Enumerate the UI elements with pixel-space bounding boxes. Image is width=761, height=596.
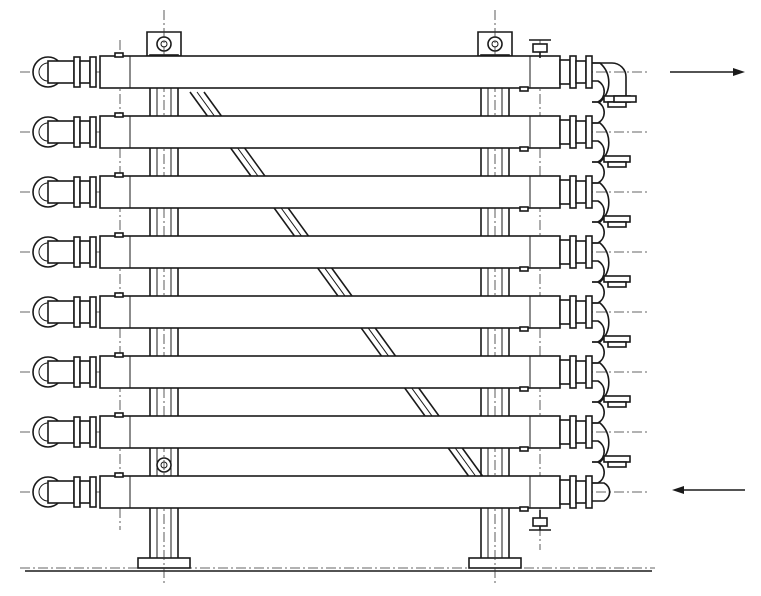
right-elbow-icon — [592, 482, 611, 502]
flange-icon — [585, 295, 593, 329]
flange-icon — [73, 176, 81, 208]
inlet-arrow-icon — [672, 486, 745, 494]
tube-row — [20, 472, 650, 512]
flange-icon — [603, 395, 631, 403]
flange-icon — [73, 476, 81, 508]
flange-icon — [585, 475, 593, 509]
shell-pipe — [99, 295, 561, 329]
right-elbow-icon — [592, 422, 610, 463]
tube-row — [20, 172, 650, 244]
flange-icon — [585, 115, 593, 149]
flange-icon — [585, 355, 593, 389]
flange-icon — [603, 455, 631, 463]
shell-pipe — [99, 55, 561, 89]
flange-icon — [569, 295, 577, 329]
bottom-drain-valve-icon — [529, 510, 551, 531]
flange-icon — [89, 56, 97, 88]
flange-icon — [89, 476, 97, 508]
flange-icon — [569, 175, 577, 209]
right-elbow-icon — [592, 182, 610, 223]
shell-pipe — [99, 475, 561, 509]
flange-icon — [569, 115, 577, 149]
tube-row — [20, 112, 650, 184]
flange-icon — [73, 296, 81, 328]
flange-icon — [73, 236, 81, 268]
flange-icon — [603, 155, 631, 163]
shell-pipe — [99, 175, 561, 209]
right-elbow-icon — [592, 62, 610, 103]
flange-icon — [569, 415, 577, 449]
right-elbow-icon — [592, 242, 610, 283]
flange-icon — [89, 416, 97, 448]
flange-icon — [73, 416, 81, 448]
outlet-arrow-icon — [670, 68, 745, 76]
flange-icon — [603, 215, 631, 223]
flange-icon — [73, 356, 81, 388]
flange-icon — [73, 116, 81, 148]
flange-icon — [603, 275, 631, 283]
flange-icon — [603, 335, 631, 343]
tube-row — [20, 292, 650, 364]
flange-icon — [569, 55, 577, 89]
tube-row — [20, 232, 650, 304]
flange-icon — [569, 475, 577, 509]
shell-pipe — [99, 355, 561, 389]
right-elbow-icon — [592, 302, 610, 343]
tube-row — [20, 352, 650, 424]
shell-pipe — [99, 415, 561, 449]
shell-pipe — [99, 235, 561, 269]
top-vent-valve-icon — [529, 39, 551, 58]
flange-icon — [585, 55, 593, 89]
flange-icon — [89, 116, 97, 148]
right-elbow-icon — [592, 122, 610, 163]
flange-icon — [89, 296, 97, 328]
flange-icon — [585, 415, 593, 449]
tube-row — [20, 412, 650, 484]
flange-icon — [569, 355, 577, 389]
right-elbow-icon — [592, 362, 610, 403]
flange-icon — [89, 176, 97, 208]
flange-icon — [613, 95, 637, 103]
flange-icon — [569, 235, 577, 269]
tube-row — [20, 52, 650, 124]
flange-icon — [73, 56, 81, 88]
diagonal-brace — [189, 91, 485, 479]
shell-pipe — [99, 115, 561, 149]
flange-icon — [585, 175, 593, 209]
outlet-nozzle-icon — [592, 62, 627, 97]
flange-icon — [89, 236, 97, 268]
flange-icon — [89, 356, 97, 388]
flange-icon — [585, 235, 593, 269]
